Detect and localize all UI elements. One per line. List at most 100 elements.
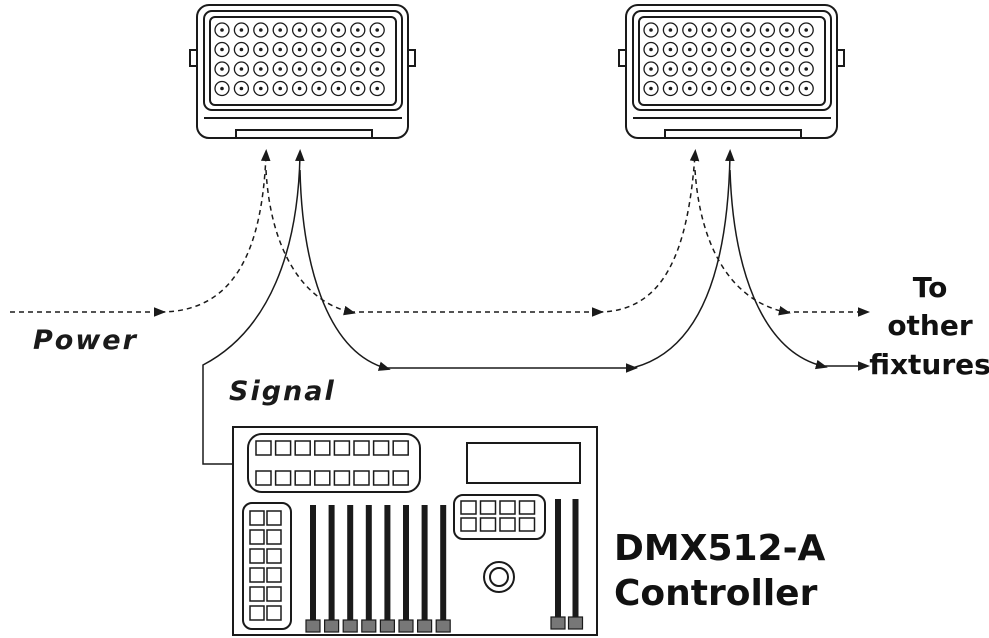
led-center (278, 86, 283, 91)
led-center (220, 47, 224, 52)
led-center (707, 47, 711, 52)
led-center (746, 86, 750, 91)
fader-knob (417, 619, 433, 633)
led (330, 41, 347, 58)
led-center (356, 86, 360, 91)
led-center (278, 28, 283, 32)
side-button (249, 510, 265, 526)
side-button (266, 586, 282, 602)
led (798, 41, 814, 58)
led (798, 61, 814, 77)
led (272, 22, 288, 38)
led-center (297, 86, 302, 91)
led (643, 22, 659, 38)
led-center (259, 86, 263, 91)
fader-track (421, 505, 428, 621)
led (798, 22, 814, 38)
led-center (688, 67, 692, 71)
power-label: Power (33, 325, 138, 356)
signal-cable (202, 149, 870, 465)
led (682, 41, 698, 58)
bank-button (333, 440, 351, 456)
master-fader-track (572, 499, 579, 618)
led (272, 61, 288, 77)
master-faders (550, 499, 584, 630)
bank-buttons (255, 440, 409, 486)
led-center (765, 67, 770, 71)
led-center (356, 28, 360, 32)
keypad-button (518, 517, 536, 532)
side-button-panel (242, 502, 292, 630)
led (214, 22, 230, 38)
led (214, 41, 230, 58)
side-button (266, 548, 282, 564)
to-other-fixtures-line-3: fixtures (869, 348, 989, 381)
led (369, 61, 385, 77)
led (253, 22, 269, 38)
led (311, 41, 327, 58)
led (369, 41, 385, 58)
led-center (649, 47, 653, 52)
led-center (239, 67, 244, 71)
led-center (785, 67, 789, 71)
side-button (249, 529, 265, 545)
led-center (259, 67, 263, 71)
light-fixture-1 (189, 4, 416, 139)
bank-button (372, 470, 390, 486)
led (350, 61, 366, 77)
led-center (668, 67, 673, 71)
led-center (239, 28, 244, 32)
led-center (804, 67, 808, 71)
bank-button (314, 470, 331, 486)
keypad-panel (453, 494, 546, 540)
led (233, 61, 250, 77)
bank-button (353, 470, 370, 486)
fader-track (328, 505, 335, 621)
led-center (746, 28, 750, 32)
led-center (317, 67, 321, 71)
master-fader-track (555, 499, 561, 618)
fader-knob (379, 619, 395, 633)
led-center (668, 47, 673, 52)
bank-button (333, 470, 351, 486)
led-center (278, 47, 283, 52)
bank-button (294, 440, 311, 456)
led (740, 80, 756, 97)
power-cable (10, 149, 870, 317)
led (330, 22, 347, 38)
led-center (765, 28, 770, 32)
led (759, 41, 776, 58)
led-center (239, 47, 244, 52)
side-button (266, 567, 282, 583)
bank-button (392, 470, 409, 486)
fader-knob (324, 619, 340, 633)
keypad-button (499, 500, 516, 515)
led-center (707, 28, 711, 32)
led-center (220, 67, 224, 71)
led (291, 80, 308, 97)
led (720, 80, 737, 97)
led-center (804, 47, 808, 52)
led-center (220, 86, 224, 91)
led (291, 22, 308, 38)
keypad-button (479, 517, 497, 532)
bank-button (274, 470, 292, 486)
led (214, 61, 230, 77)
led (720, 22, 737, 38)
led-center (356, 67, 360, 71)
led (779, 61, 795, 77)
led-center (765, 47, 770, 52)
led-center (785, 86, 789, 91)
led-center (317, 28, 321, 32)
led (643, 80, 659, 97)
led-center (317, 47, 321, 52)
side-button (249, 548, 265, 564)
led (779, 41, 795, 58)
keypad-button (499, 517, 516, 532)
led-center (336, 28, 341, 32)
master-fader-knob (550, 616, 566, 630)
fader-track (310, 505, 316, 621)
led-center (726, 28, 731, 32)
led-center (765, 86, 770, 91)
led-center (688, 28, 692, 32)
